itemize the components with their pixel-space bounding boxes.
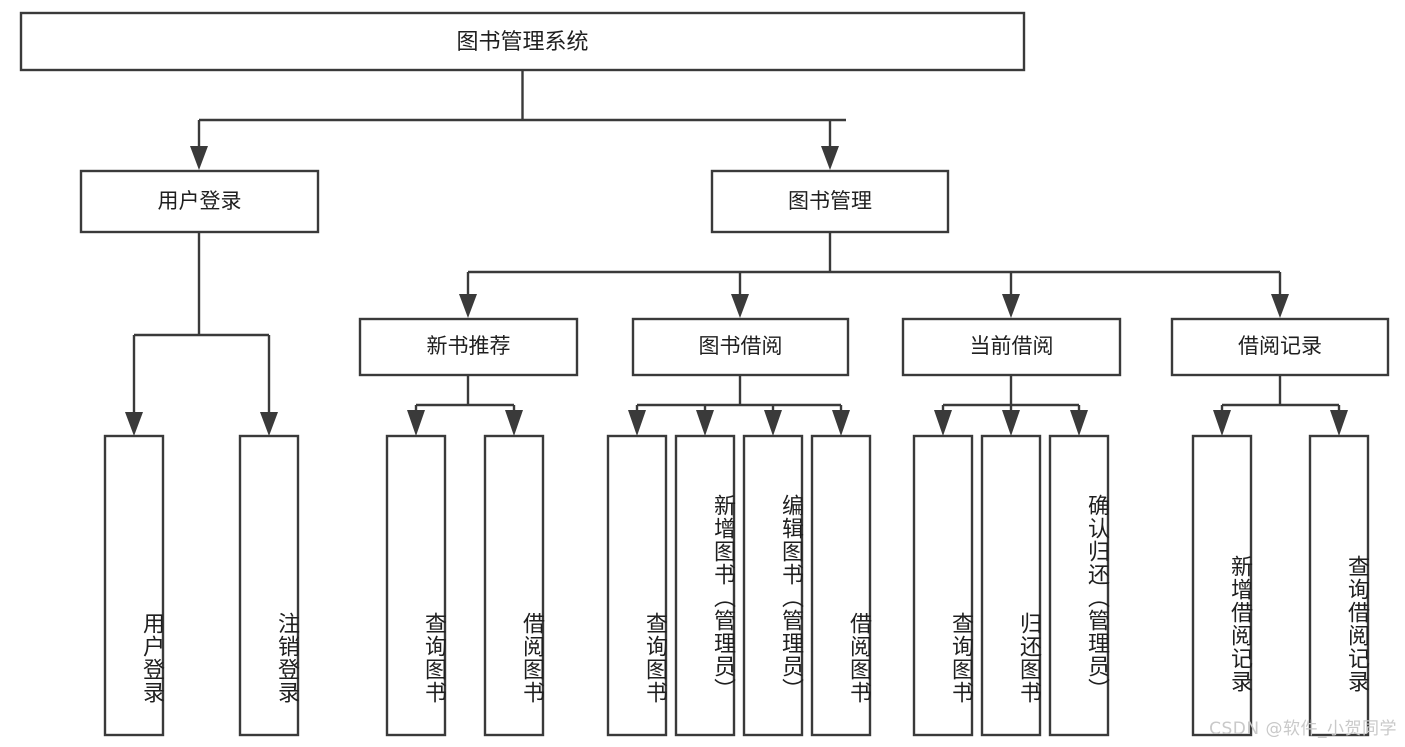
arrowhead-leaf-confirm-return xyxy=(1070,410,1088,436)
node-current-borrow[interactable]: 当前借阅 xyxy=(901,317,1122,377)
arrowhead-leaf-borrow-book-2 xyxy=(832,410,850,436)
node-borrow-record-label: 借阅记录 xyxy=(1238,334,1322,358)
node-borrow-record[interactable]: 借阅记录 xyxy=(1170,317,1390,377)
node-book-borrow-box[interactable] xyxy=(631,317,850,377)
leaf-box-logout[interactable] xyxy=(238,434,300,737)
node-book-manage-label: 图书管理 xyxy=(788,189,872,213)
arrowhead-current-borrow xyxy=(1002,294,1020,318)
arrowhead-leaf-add-record xyxy=(1213,410,1231,436)
node-book-borrow-label: 图书借阅 xyxy=(699,334,783,358)
arrowhead-leaf-user-login xyxy=(125,412,143,436)
node-root-box[interactable] xyxy=(19,11,1026,72)
leaf-box-return-book[interactable] xyxy=(980,434,1042,737)
arrowhead-book-manage xyxy=(821,146,839,170)
leaf-box-borrow-book-2[interactable] xyxy=(810,434,872,737)
arrowhead-leaf-borrow-book-1 xyxy=(505,410,523,436)
arrowhead-leaf-add-book xyxy=(696,410,714,436)
leaf-box-borrow-book-1[interactable] xyxy=(483,434,545,737)
node-book-manage-box[interactable] xyxy=(710,169,950,234)
node-root[interactable]: 图书管理系统 xyxy=(19,11,1026,72)
leaf-box-query-book-1[interactable] xyxy=(385,434,447,737)
arrowhead-leaf-query-book-2 xyxy=(628,410,646,436)
leaf-box-confirm-return[interactable] xyxy=(1048,434,1110,737)
node-new-book-recommend[interactable]: 新书推荐 xyxy=(358,317,579,377)
node-current-borrow-box[interactable] xyxy=(901,317,1122,377)
leaf-box-edit-book[interactable] xyxy=(742,434,804,737)
node-new-book-recommend-box[interactable] xyxy=(358,317,579,377)
leaf-box-query-book-3[interactable] xyxy=(912,434,974,737)
arrowhead-leaf-query-book-3 xyxy=(934,410,952,436)
leaf-box-user-login[interactable] xyxy=(103,434,165,737)
leaf-box-query-record[interactable] xyxy=(1308,434,1370,737)
node-user-login[interactable]: 用户登录 xyxy=(79,169,320,234)
node-new-book-recommend-label: 新书推荐 xyxy=(427,334,511,358)
node-user-login-box[interactable] xyxy=(79,169,320,234)
node-user-login-label: 用户登录 xyxy=(158,189,242,213)
arrowhead-new-book-recommend xyxy=(459,294,477,318)
connector-layer xyxy=(125,70,1348,436)
node-book-borrow[interactable]: 图书借阅 xyxy=(631,317,850,377)
node-root-label: 图书管理系统 xyxy=(456,30,588,55)
arrowhead-leaf-edit-book xyxy=(764,410,782,436)
leaf-box-add-book[interactable] xyxy=(674,434,736,737)
leaf-box-add-record[interactable] xyxy=(1191,434,1253,737)
arrowhead-book-borrow xyxy=(731,294,749,318)
arrowhead-leaf-logout xyxy=(260,412,278,436)
arrowhead-leaf-return-book xyxy=(1002,410,1020,436)
csdn-watermark: CSDN @软件_小贺同学 xyxy=(1209,719,1397,739)
arrowhead-user-login xyxy=(190,146,208,170)
arrowhead-leaf-query-book-1 xyxy=(407,410,425,436)
node-borrow-record-box[interactable] xyxy=(1170,317,1390,377)
leaf-box-query-book-2[interactable] xyxy=(606,434,668,737)
node-current-borrow-label: 当前借阅 xyxy=(970,334,1054,358)
arrowhead-leaf-query-record xyxy=(1330,410,1348,436)
leaf-box-layer xyxy=(103,434,1370,737)
node-book-manage[interactable]: 图书管理 xyxy=(710,169,950,234)
arrowhead-borrow-record xyxy=(1271,294,1289,318)
